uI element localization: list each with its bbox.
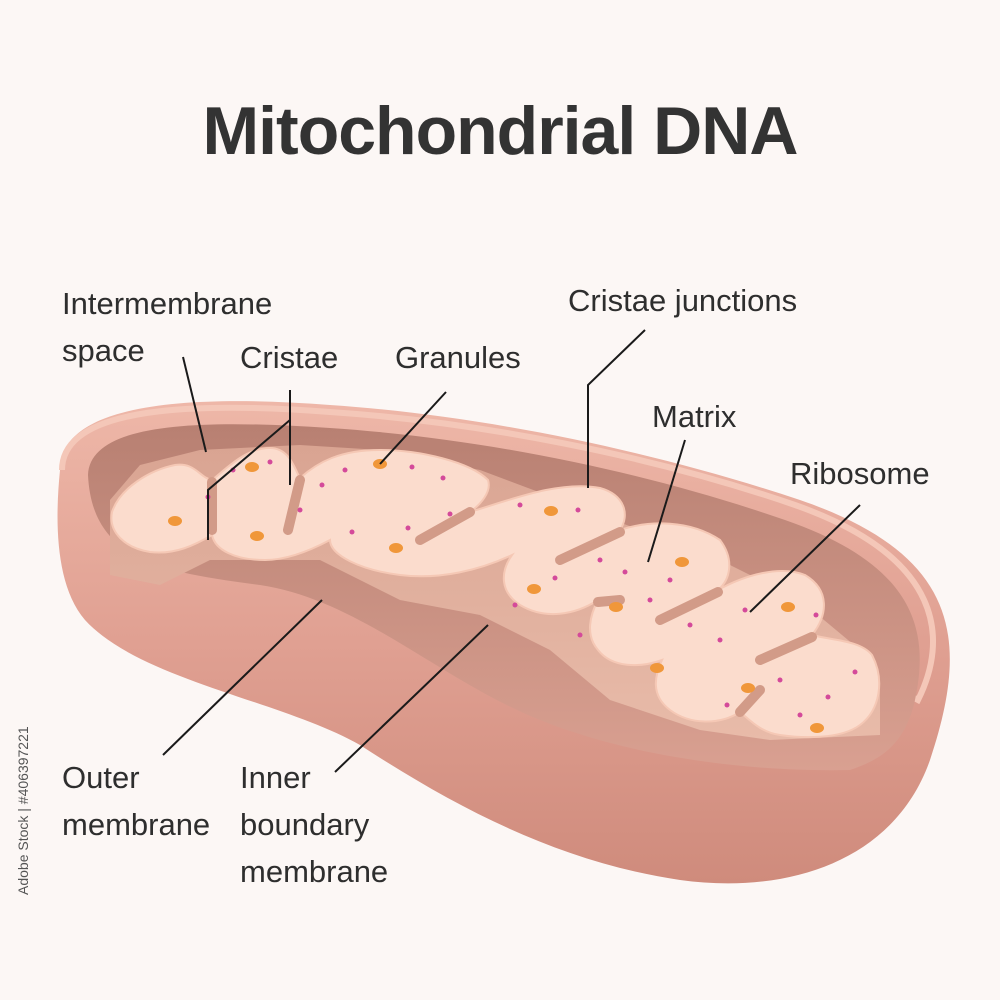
leader-ribosome (749, 504, 861, 613)
ribosomes (205, 459, 858, 718)
ribosome (517, 502, 523, 508)
ribosome (813, 612, 819, 618)
ribosome (667, 577, 673, 583)
label-cristae-junctions: Cristae junctions (568, 283, 798, 318)
label-outer-membrane: Outer membrane (62, 760, 211, 842)
ribosome (717, 637, 723, 643)
cristae-top-surface (110, 446, 881, 739)
diagram-title: Mitochondrial DNA (202, 93, 799, 169)
ribosome (687, 622, 693, 628)
leader-cristae-junctions (587, 329, 646, 488)
leader-intermembrane-space (182, 356, 207, 453)
granule (741, 683, 755, 693)
label-intermembrane-space: Intermembrane space (62, 286, 273, 368)
granule (168, 516, 182, 526)
granules (168, 459, 824, 733)
ribosome (597, 557, 603, 563)
leader-cristae (207, 390, 291, 540)
ribosome (512, 602, 518, 608)
ribosome (552, 575, 558, 581)
granule (245, 462, 259, 472)
label-matrix: Matrix (652, 399, 737, 434)
ribosome (797, 712, 803, 718)
ribosome (647, 597, 653, 603)
granule (250, 531, 264, 541)
ribosome (724, 702, 730, 708)
leader-inner-boundary-membrane (334, 624, 489, 773)
granule (650, 663, 664, 673)
granule (544, 506, 558, 516)
ribosome (405, 525, 411, 531)
label-ribosome: Ribosome (790, 456, 930, 491)
ribosome (447, 511, 453, 517)
ribosome (852, 669, 858, 675)
ribosome (742, 607, 748, 613)
ribosome (349, 529, 355, 535)
ribosome (297, 507, 303, 513)
ribosome (409, 464, 415, 470)
label-cristae: Cristae (240, 340, 339, 375)
ribosome (342, 467, 348, 473)
stock-id: Adobe Stock | #406397221 (15, 726, 31, 895)
granule (810, 723, 824, 733)
granule (527, 584, 541, 594)
label-granules: Granules (395, 340, 521, 375)
leader-matrix (647, 439, 686, 563)
leader-granules (379, 391, 447, 465)
ribosome (440, 475, 446, 481)
ribosome (267, 459, 273, 465)
ribosome (777, 677, 783, 683)
ribosome (575, 507, 581, 513)
granule (609, 602, 623, 612)
ribosome (577, 632, 583, 638)
leader-lines (162, 329, 861, 773)
leader-outer-membrane (162, 599, 323, 756)
ribosome (622, 569, 628, 575)
label-inner-boundary-membrane: Inner boundary membrane (240, 760, 389, 889)
granule (675, 557, 689, 567)
granule (781, 602, 795, 612)
ribosome (319, 482, 325, 488)
crista-grooves (207, 475, 817, 717)
ribosome (825, 694, 831, 700)
outer-membrane-rim (59, 404, 936, 705)
granule (389, 543, 403, 553)
